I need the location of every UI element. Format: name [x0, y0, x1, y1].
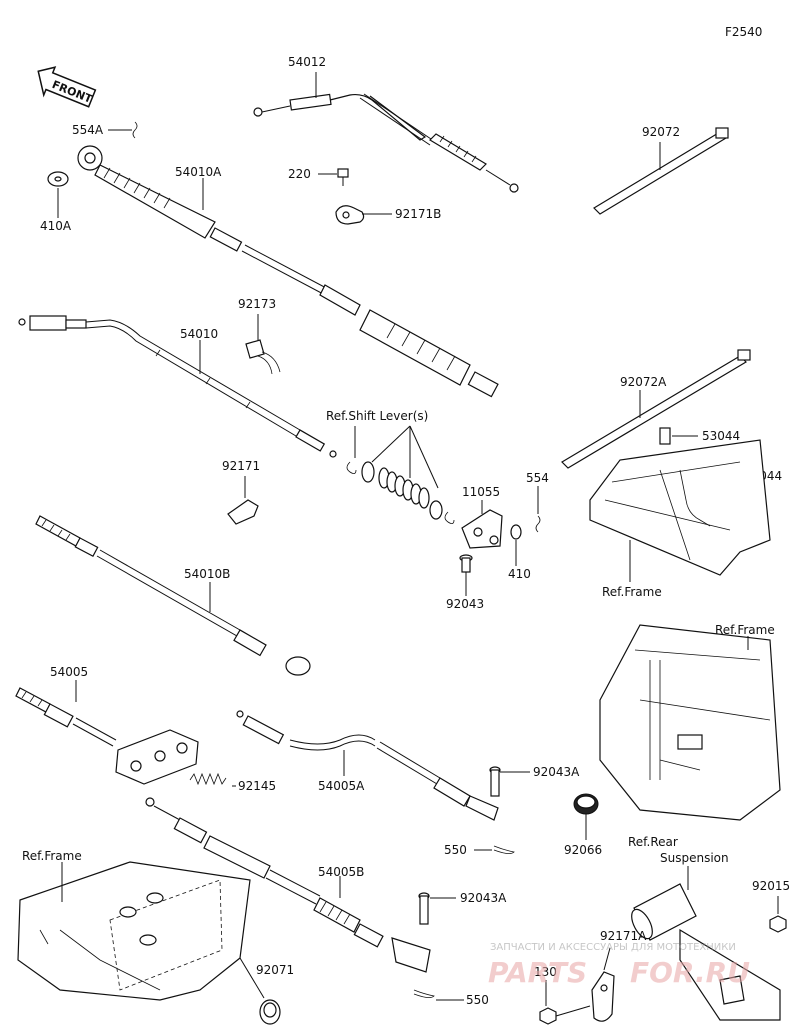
label-ref-frame-2: Ref.Frame: [715, 623, 775, 637]
label-220: 220: [288, 167, 311, 181]
label-92015: 92015: [752, 879, 790, 893]
label-ref-rear: Ref.Rear: [628, 835, 678, 849]
label-92145: 92145: [238, 779, 276, 793]
bolt-220: [318, 168, 349, 186]
pin-92043a-upper: [489, 766, 530, 797]
label-ref-frame-3: Ref.Frame: [22, 849, 82, 863]
clip-550-upper: [474, 845, 515, 854]
grommet-92071: [239, 957, 281, 1025]
rear-suspension: [631, 866, 781, 1021]
label-ref-shift-lever: Ref.Shift Lever(s): [326, 409, 428, 423]
clip-554a: [108, 121, 138, 139]
label-54010b: 54010B: [184, 567, 230, 581]
label-410: 410: [508, 567, 531, 581]
label-130: 130: [534, 965, 557, 979]
clamp-92171a: [591, 947, 615, 1022]
cable-54005b: [145, 797, 431, 973]
nut-92015: [769, 896, 787, 933]
clip-550-lower: [413, 989, 464, 1001]
pin-92043: [459, 554, 473, 596]
front-arrow-icon: FRONT: [37, 66, 97, 108]
clamp-92171: [227, 476, 259, 525]
grommet-53044-upper: [659, 427, 698, 445]
cap-92066: [573, 793, 599, 840]
watermark-brand-right: FOR.RU: [630, 956, 750, 989]
label-92066: 92066: [564, 843, 602, 857]
label-53044-upper: 53044: [702, 429, 740, 443]
clip-554: [535, 486, 541, 533]
label-54005a: 54005A: [318, 779, 365, 793]
label-54010: 54010: [180, 327, 218, 341]
label-92071: 92071: [256, 963, 294, 977]
label-92043: 92043: [446, 597, 484, 611]
label-54010a: 54010A: [175, 165, 222, 179]
cable-54005: [15, 680, 117, 747]
label-410a: 410A: [40, 219, 72, 233]
clamp-92171b: [335, 205, 392, 225]
cable-54012: [253, 72, 519, 193]
label-92171: 92171: [222, 459, 260, 473]
figure-code: F2540: [725, 25, 762, 39]
label-554a: 554A: [72, 123, 104, 137]
bolt-130: [539, 980, 591, 1025]
cable-54010b: [35, 515, 311, 676]
label-92173: 92173: [238, 297, 276, 311]
bracket-11055: [461, 500, 503, 549]
cable-54005a: [236, 710, 499, 821]
frame-section-2: [599, 624, 781, 821]
watermark: ЗАПЧАСТИ И АКСЕССУАРЫ ДЛЯ МОТОТЕХНИКИ PA…: [488, 942, 750, 989]
label-92043a-upper: 92043A: [533, 765, 580, 779]
washer-410a: [47, 171, 69, 218]
label-92072a: 92072A: [620, 375, 667, 389]
bracket-block: [115, 729, 199, 785]
label-54005: 54005: [50, 665, 88, 679]
tie-92072: [593, 127, 729, 215]
spring-92145: [189, 772, 236, 787]
label-550-lower: 550: [466, 993, 489, 1007]
label-11055: 11055: [462, 485, 500, 499]
pin-92043a-lower: [418, 892, 456, 925]
label-92171b: 92171B: [395, 207, 441, 221]
cable-54010: [18, 315, 337, 458]
label-ref-frame-1: Ref.Frame: [602, 585, 662, 599]
cable-54010a: [77, 145, 499, 398]
tie-92072a: [561, 349, 751, 469]
washer-410: [510, 524, 522, 566]
watermark-tagline: ЗАПЧАСТИ И АКСЕССУАРЫ ДЛЯ МОТОТЕХНИКИ: [490, 942, 736, 953]
label-92171a: 92171A: [600, 929, 647, 943]
frame-section-1: [589, 439, 771, 582]
watermark-brand-left: PARTS: [488, 956, 587, 989]
label-54012: 54012: [288, 55, 326, 69]
label-ref-rear-suspension: Suspension: [660, 851, 729, 865]
label-550-upper: 550: [444, 843, 467, 857]
label-92043a-lower: 92043A: [460, 891, 507, 905]
label-92072: 92072: [642, 125, 680, 139]
clip-92173: [245, 314, 281, 375]
shift-lever-parts: [346, 425, 455, 524]
label-54005b: 54005B: [318, 865, 364, 879]
label-554: 554: [526, 471, 549, 485]
frame-section-3: [17, 861, 251, 1001]
